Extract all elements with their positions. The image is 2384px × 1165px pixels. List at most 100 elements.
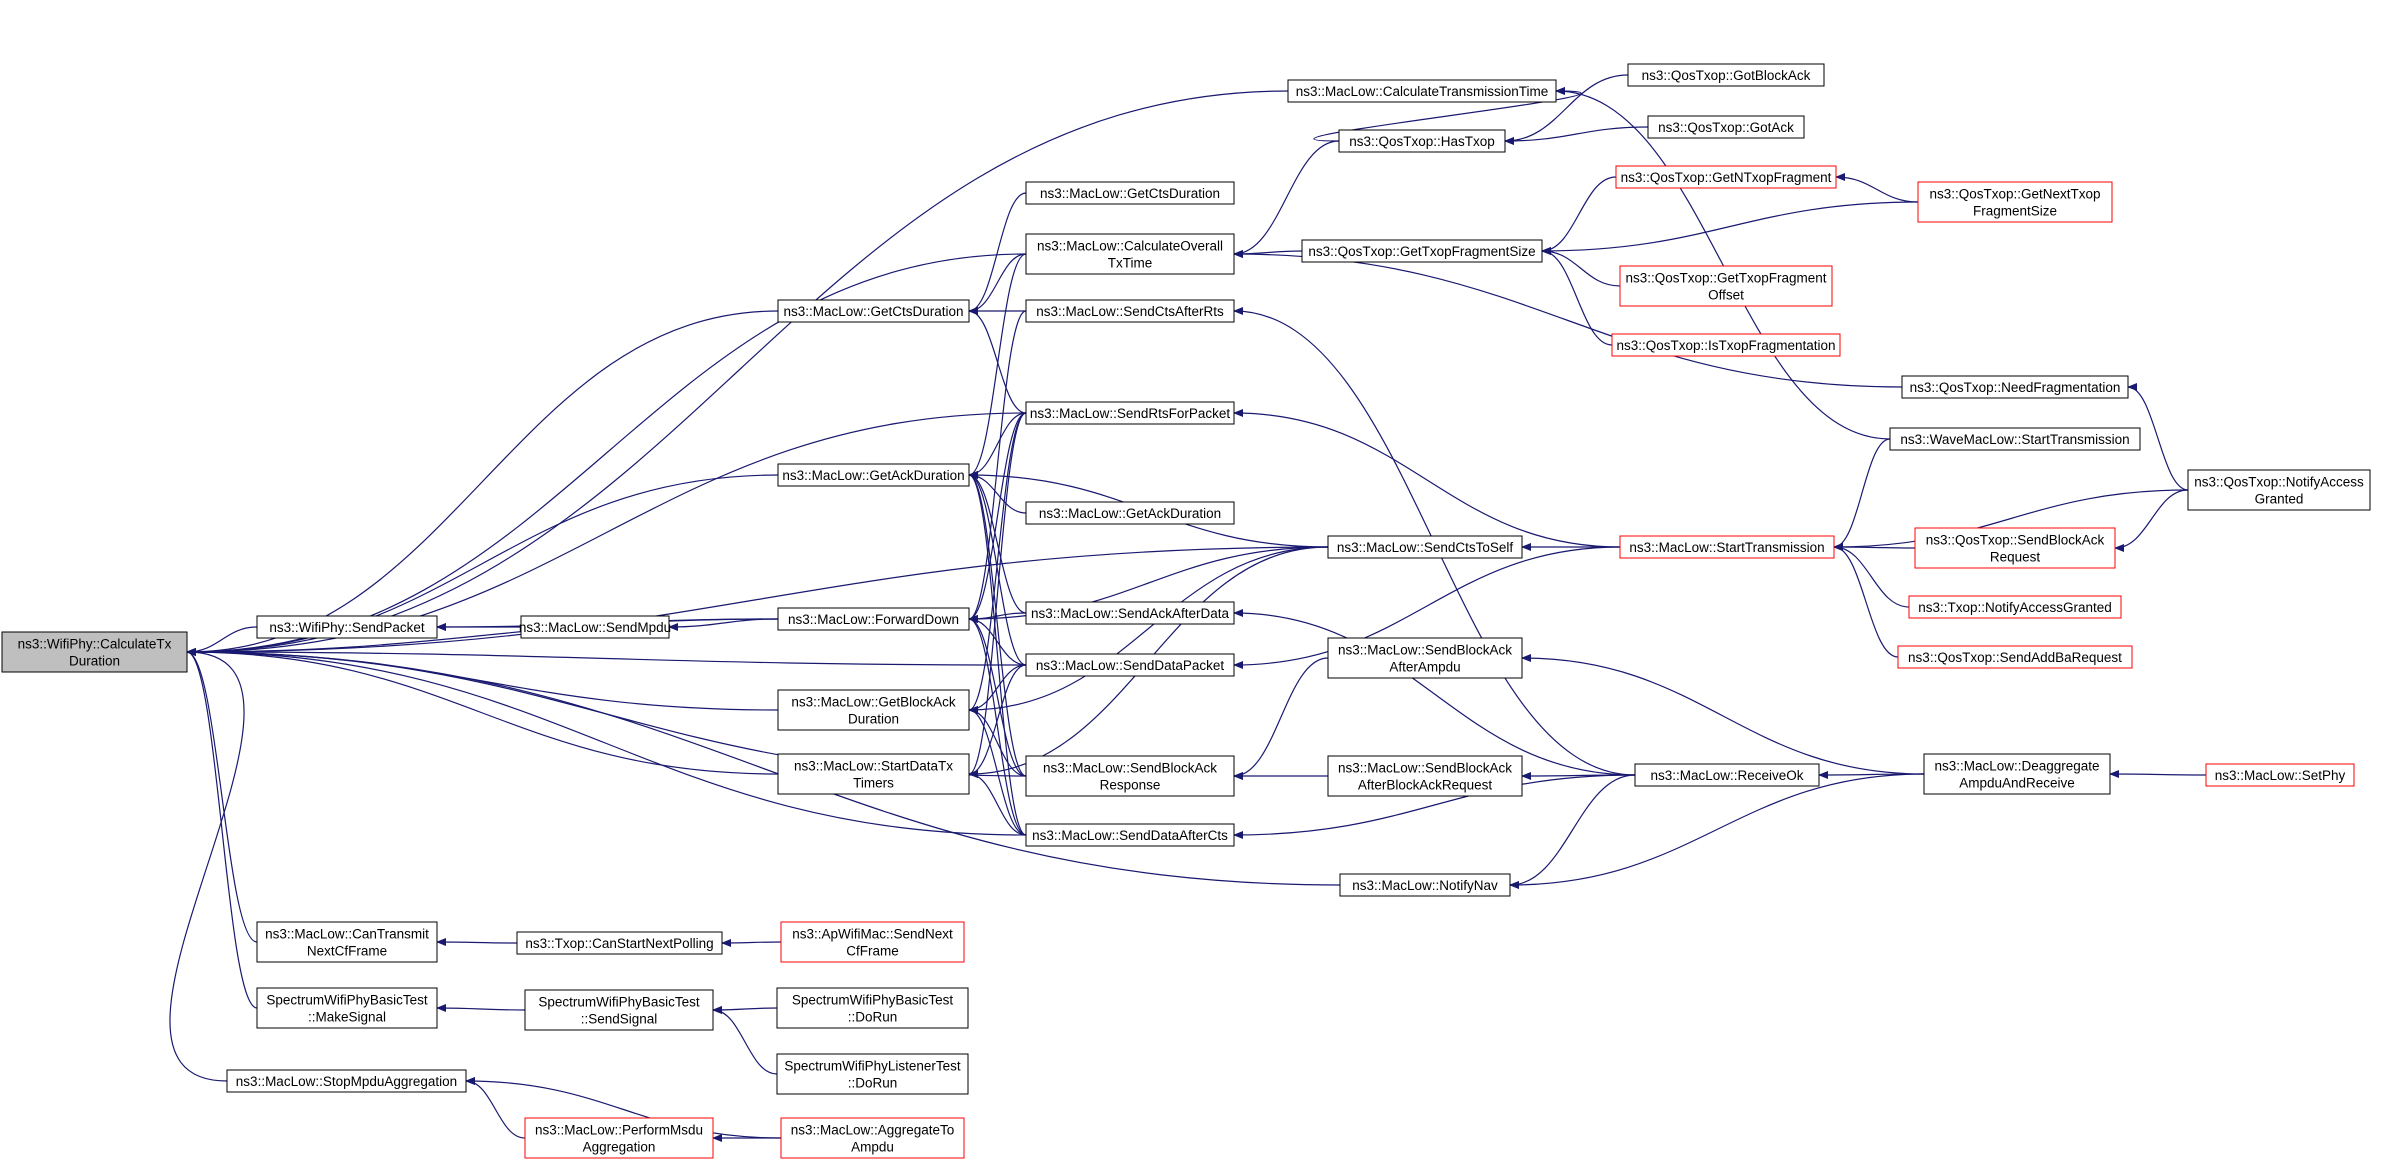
edge-get-ack-duration1-to-calculate-overall-tx-time (968, 253, 1027, 479)
node-txop-notify-access-granted[interactable]: ns3::Txop::NotifyAccessGranted (1908, 595, 2122, 619)
node-send-ack-after-data[interactable]: ns3::MacLow::SendAckAfterData (1025, 601, 1235, 625)
node-box (780, 1117, 965, 1159)
node-has-txop[interactable]: ns3::QosTxop::HasTxop (1338, 129, 1506, 153)
node-forward-down[interactable]: ns3::MacLow::ForwardDown (777, 607, 970, 631)
node-send-data-after-cts[interactable]: ns3::MacLow::SendDataAfterCts (1025, 823, 1235, 847)
node-calculate-transmission-time[interactable]: ns3::MacLow::CalculateTransmissionTime (1287, 79, 1557, 103)
edge-calculate-transmission-time-to-wave-start-transmission (1555, 87, 1891, 440)
node-box (226, 1069, 467, 1093)
node-box (777, 753, 970, 795)
edge-root-to-make-signal (186, 648, 258, 1009)
node-label: ns3::MacLow::PerformMsdu (535, 1123, 703, 1138)
node-box (1897, 645, 2133, 669)
node-label: ns3::MacLow::SetPhy (2215, 768, 2346, 783)
node-send-rts-for-packet[interactable]: ns3::MacLow::SendRtsForPacket (1025, 401, 1235, 425)
node-label: ns3::QosTxop::GetTxopFragment (1625, 271, 1826, 286)
edge-get-block-ack-duration-to-send-block-ack-response (968, 706, 1027, 777)
node-box (1611, 333, 1841, 357)
node-got-ack[interactable]: ns3::QosTxop::GotAck (1647, 115, 1805, 139)
node-label: ns3::QosTxop::HasTxop (1349, 134, 1495, 149)
node-label: ns3::QosTxop::NotifyAccess (2194, 475, 2364, 490)
node-qos-notify-access-granted[interactable]: ns3::QosTxop::NotifyAccessGranted (2187, 469, 2371, 511)
node-get-cts-duration2[interactable]: ns3::MacLow::GetCtsDuration (1025, 181, 1235, 205)
node-get-ack-duration1[interactable]: ns3::MacLow::GetAckDuration (777, 463, 970, 487)
node-make-signal[interactable]: SpectrumWifiPhyBasicTest::MakeSignal (256, 987, 438, 1029)
node-wave-start-transmission[interactable]: ns3::WaveMacLow::StartTransmission (1889, 427, 2141, 451)
node-do-run1[interactable]: SpectrumWifiPhyBasicTest::DoRun (776, 987, 969, 1029)
node-label: ns3::MacLow::SendCtsAfterRts (1036, 304, 1224, 319)
node-got-block-ack[interactable]: ns3::QosTxop::GotBlockAck (1627, 63, 1825, 87)
node-box (1025, 501, 1235, 525)
node-need-fragmentation[interactable]: ns3::QosTxop::NeedFragmentation (1901, 375, 2129, 399)
node-box (2205, 763, 2355, 787)
node-receive-ok[interactable]: ns3::MacLow::ReceiveOk (1634, 763, 1820, 787)
node-stop-mpdu-aggregation[interactable]: ns3::MacLow::StopMpduAggregation (226, 1069, 467, 1093)
node-send-signal[interactable]: SpectrumWifiPhyBasicTest::SendSignal (524, 989, 714, 1031)
node-notify-nav[interactable]: ns3::MacLow::NotifyNav (1339, 873, 1511, 897)
node-send-cts-after-rts[interactable]: ns3::MacLow::SendCtsAfterRts (1025, 299, 1235, 323)
node-send-block-ack-after-block-ack-request[interactable]: ns3::MacLow::SendBlockAckAfterBlockAckRe… (1327, 755, 1523, 797)
node-send-add-ba-request[interactable]: ns3::QosTxop::SendAddBaRequest (1897, 645, 2133, 669)
node-send-cts-to-self[interactable]: ns3::MacLow::SendCtsToSelf (1327, 535, 1523, 559)
edge-send-data-packet-to-start-transmission (1233, 546, 1621, 669)
edge-get-block-ack-duration-to-send-rts-for-packet (968, 412, 1027, 714)
edge-get-n-txop-fragment-to-get-next-txop-fragment-size (1835, 173, 1919, 203)
node-get-cts-duration1[interactable]: ns3::MacLow::GetCtsDuration (777, 299, 970, 323)
edge-root-to-get-cts-duration1 (186, 310, 779, 656)
edge-send-block-ack-response-to-send-block-ack-after-ampdu (1233, 657, 1329, 780)
node-box (1287, 79, 1557, 103)
node-box (1025, 755, 1235, 797)
node-box (524, 989, 714, 1031)
node-send-packet[interactable]: ns3::WifiPhy::SendPacket (256, 615, 438, 639)
edge-start-transmission-to-send-block-ack-request (1833, 543, 1916, 552)
node-box (1025, 401, 1235, 425)
node-set-phy[interactable]: ns3::MacLow::SetPhy (2205, 763, 2355, 787)
node-box (776, 987, 969, 1029)
node-label: ns3::MacLow::ForwardDown (788, 612, 959, 627)
edge-calculate-overall-tx-time-to-has-txop (1233, 140, 1340, 258)
edge-layer (169, 74, 2207, 1142)
edge-get-block-ack-duration-to-send-data-after-cts (968, 706, 1027, 836)
node-box (1327, 755, 1523, 797)
node-get-ack-duration2[interactable]: ns3::MacLow::GetAckDuration (1025, 501, 1235, 525)
edge-need-fragmentation-to-qos-notify-access-granted (2127, 383, 2189, 491)
node-box (1327, 637, 1523, 679)
edge-send-block-ack-after-ampdu-to-deaggregate-ampdu-and-receive (1521, 654, 1925, 775)
node-send-mpdu[interactable]: ns3::MacLow::SendMpdu (519, 615, 671, 639)
node-label: ns3::WifiPhy::SendPacket (269, 620, 425, 635)
node-label: Response (1100, 778, 1161, 793)
node-is-txop-fragmentation[interactable]: ns3::QosTxop::IsTxopFragmentation (1611, 333, 1841, 357)
node-box (256, 987, 438, 1029)
node-label: ns3::QosTxop::IsTxopFragmentation (1616, 338, 1835, 353)
node-box (1025, 653, 1235, 677)
edge-get-ack-duration1-to-send-data-packet (968, 471, 1027, 666)
node-box (1327, 535, 1523, 559)
node-send-data-packet[interactable]: ns3::MacLow::SendDataPacket (1025, 653, 1235, 677)
node-do-run2[interactable]: SpectrumWifiPhyListenerTest::DoRun (776, 1053, 969, 1095)
node-box (1627, 63, 1825, 87)
node-get-txop-fragment-size[interactable]: ns3::QosTxop::GetTxopFragmentSize (1301, 239, 1543, 263)
edge-root-to-send-cts-to-self (186, 546, 1329, 656)
edge-has-txop-to-got-ack (1504, 126, 1649, 145)
node-label: ::DoRun (848, 1010, 898, 1025)
node-label: ns3::MacLow::GetCtsDuration (783, 304, 963, 319)
node-label: Duration (848, 712, 899, 727)
edge-can-start-next-polling-to-ap-send-next-cf-frame (721, 938, 782, 947)
node-can-start-next-polling[interactable]: ns3::Txop::CanStartNextPolling (516, 931, 723, 955)
node-start-transmission[interactable]: ns3::MacLow::StartTransmission (1619, 535, 1835, 559)
node-get-n-txop-fragment[interactable]: ns3::QosTxop::GetNTxopFragment (1615, 165, 1837, 189)
